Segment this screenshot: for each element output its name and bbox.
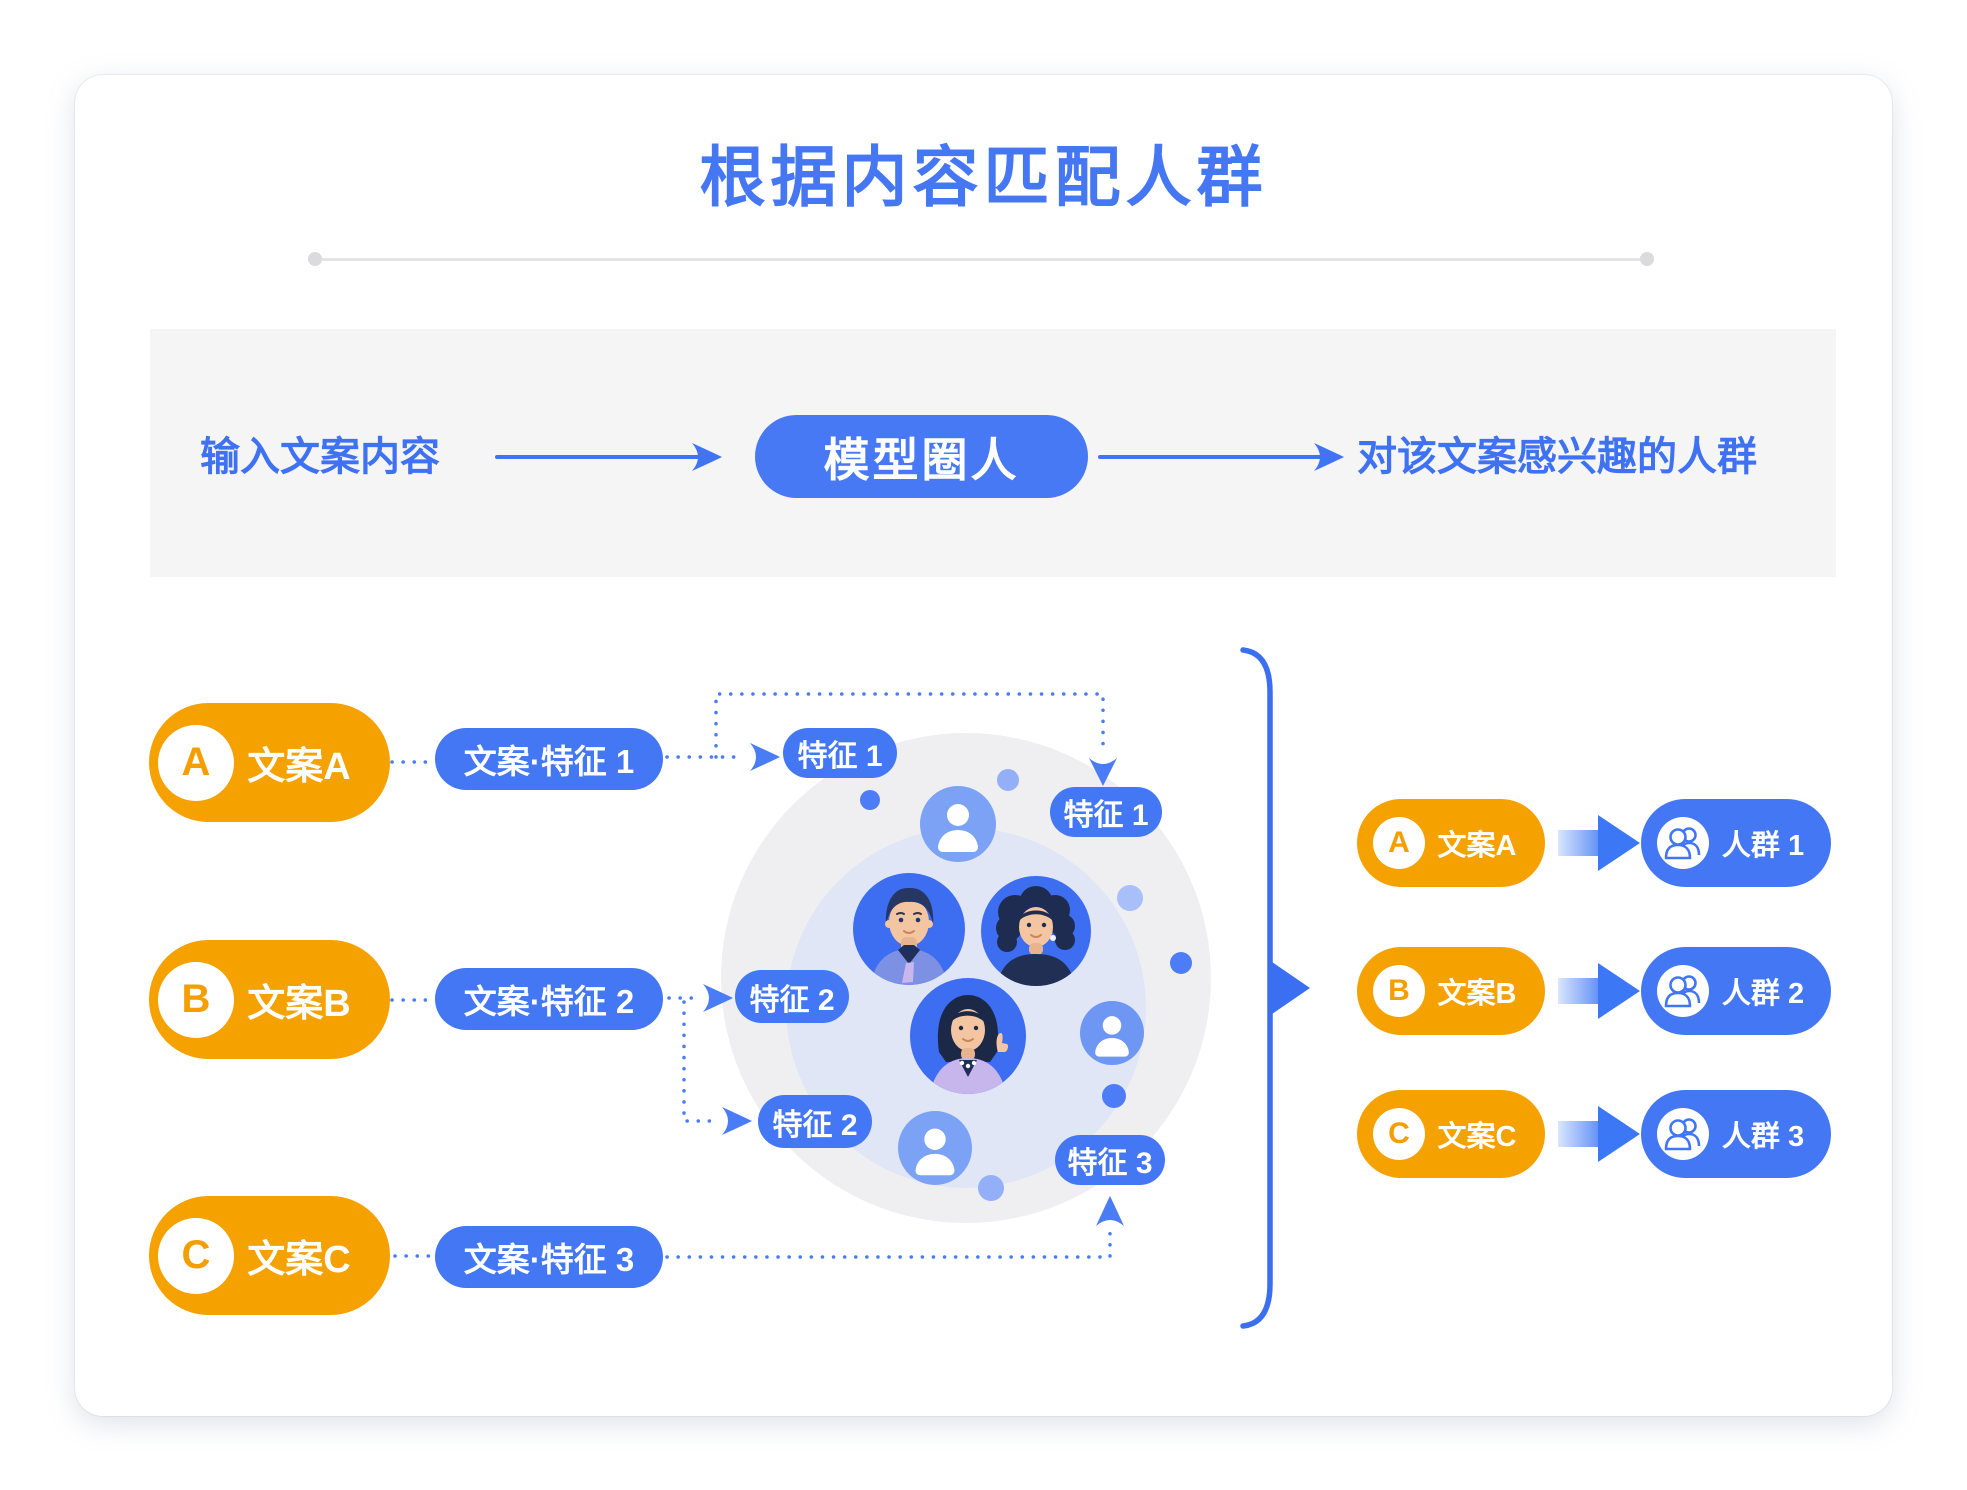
group-label: 人群 2 [1721,978,1805,1010]
result-letter-badge: C [1373,1108,1425,1160]
people-icon [1657,965,1709,1017]
copy-feature-pill-3: 文案·特征 3 [435,1226,663,1288]
decor-dot [860,790,880,810]
feature-tag-2b: 特征 2 [758,1095,872,1148]
copy-feature-pill-1: 文案·特征 1 [435,728,663,790]
flow-input-label: 输入文案内容 [200,435,440,479]
flow-output-label: 对该文案感兴趣的人群 [1357,435,1757,479]
copy-pill-a: A 文案A [149,703,390,822]
result-copy-label: 文案C [1437,1121,1517,1153]
copy-label: 文案A [247,746,351,788]
page-title: 根据内容匹配人群 [699,140,1268,214]
result-letter-badge: A [1373,817,1425,869]
feature-tag-3: 特征 3 [1055,1135,1165,1185]
result-letter-badge: B [1373,965,1425,1017]
copy-label: 文案B [247,983,351,1025]
result-copy-label: 文案B [1437,978,1517,1010]
result-group-pill-2: 人群 2 [1641,947,1831,1035]
copy-label: 文案C [247,1239,351,1281]
copy-feature-pill-2: 文案·特征 2 [435,968,663,1030]
people-icon [1657,817,1709,869]
copy-letter-badge: B [158,961,234,1038]
feature-tag-1b: 特征 1 [1050,787,1162,837]
copy-pill-c: C 文案C [149,1196,390,1315]
result-group-pill-1: 人群 1 [1641,799,1831,887]
result-copy-pill-c: C 文案C [1357,1090,1545,1178]
divider-dot-left [308,252,322,266]
decor-dot [1102,1084,1126,1108]
copy-letter-badge: A [158,724,234,801]
result-copy-label: 文案A [1437,830,1517,862]
decor-dot [997,769,1019,791]
curly-hair-woman-avatar [981,876,1091,986]
group-label: 人群 1 [1721,830,1805,862]
divider-dot-right [1640,252,1654,266]
result-group-pill-3: 人群 3 [1641,1090,1831,1178]
copy-letter-badge: C [158,1217,234,1294]
feature-tag-2a: 特征 2 [735,970,849,1023]
result-copy-pill-b: B 文案B [1357,947,1545,1035]
decor-dot [978,1175,1004,1201]
person-icon-avatar-bottom-left [898,1111,972,1185]
black-hair-woman-avatar [910,978,1026,1094]
decor-dot [1117,885,1143,911]
person-icon-avatar-top [920,786,996,862]
model-pill: 模型圈人 [755,415,1088,498]
group-label: 人群 3 [1721,1121,1805,1153]
man-avatar [853,873,965,985]
copy-pill-b: B 文案B [149,940,390,1059]
result-copy-pill-a: A 文案A [1357,799,1545,887]
person-icon-avatar-right [1080,1001,1144,1065]
feature-tag-1a: 特征 1 [783,728,897,778]
people-icon [1657,1108,1709,1160]
divider [315,258,1647,261]
decor-dot [1170,952,1192,974]
